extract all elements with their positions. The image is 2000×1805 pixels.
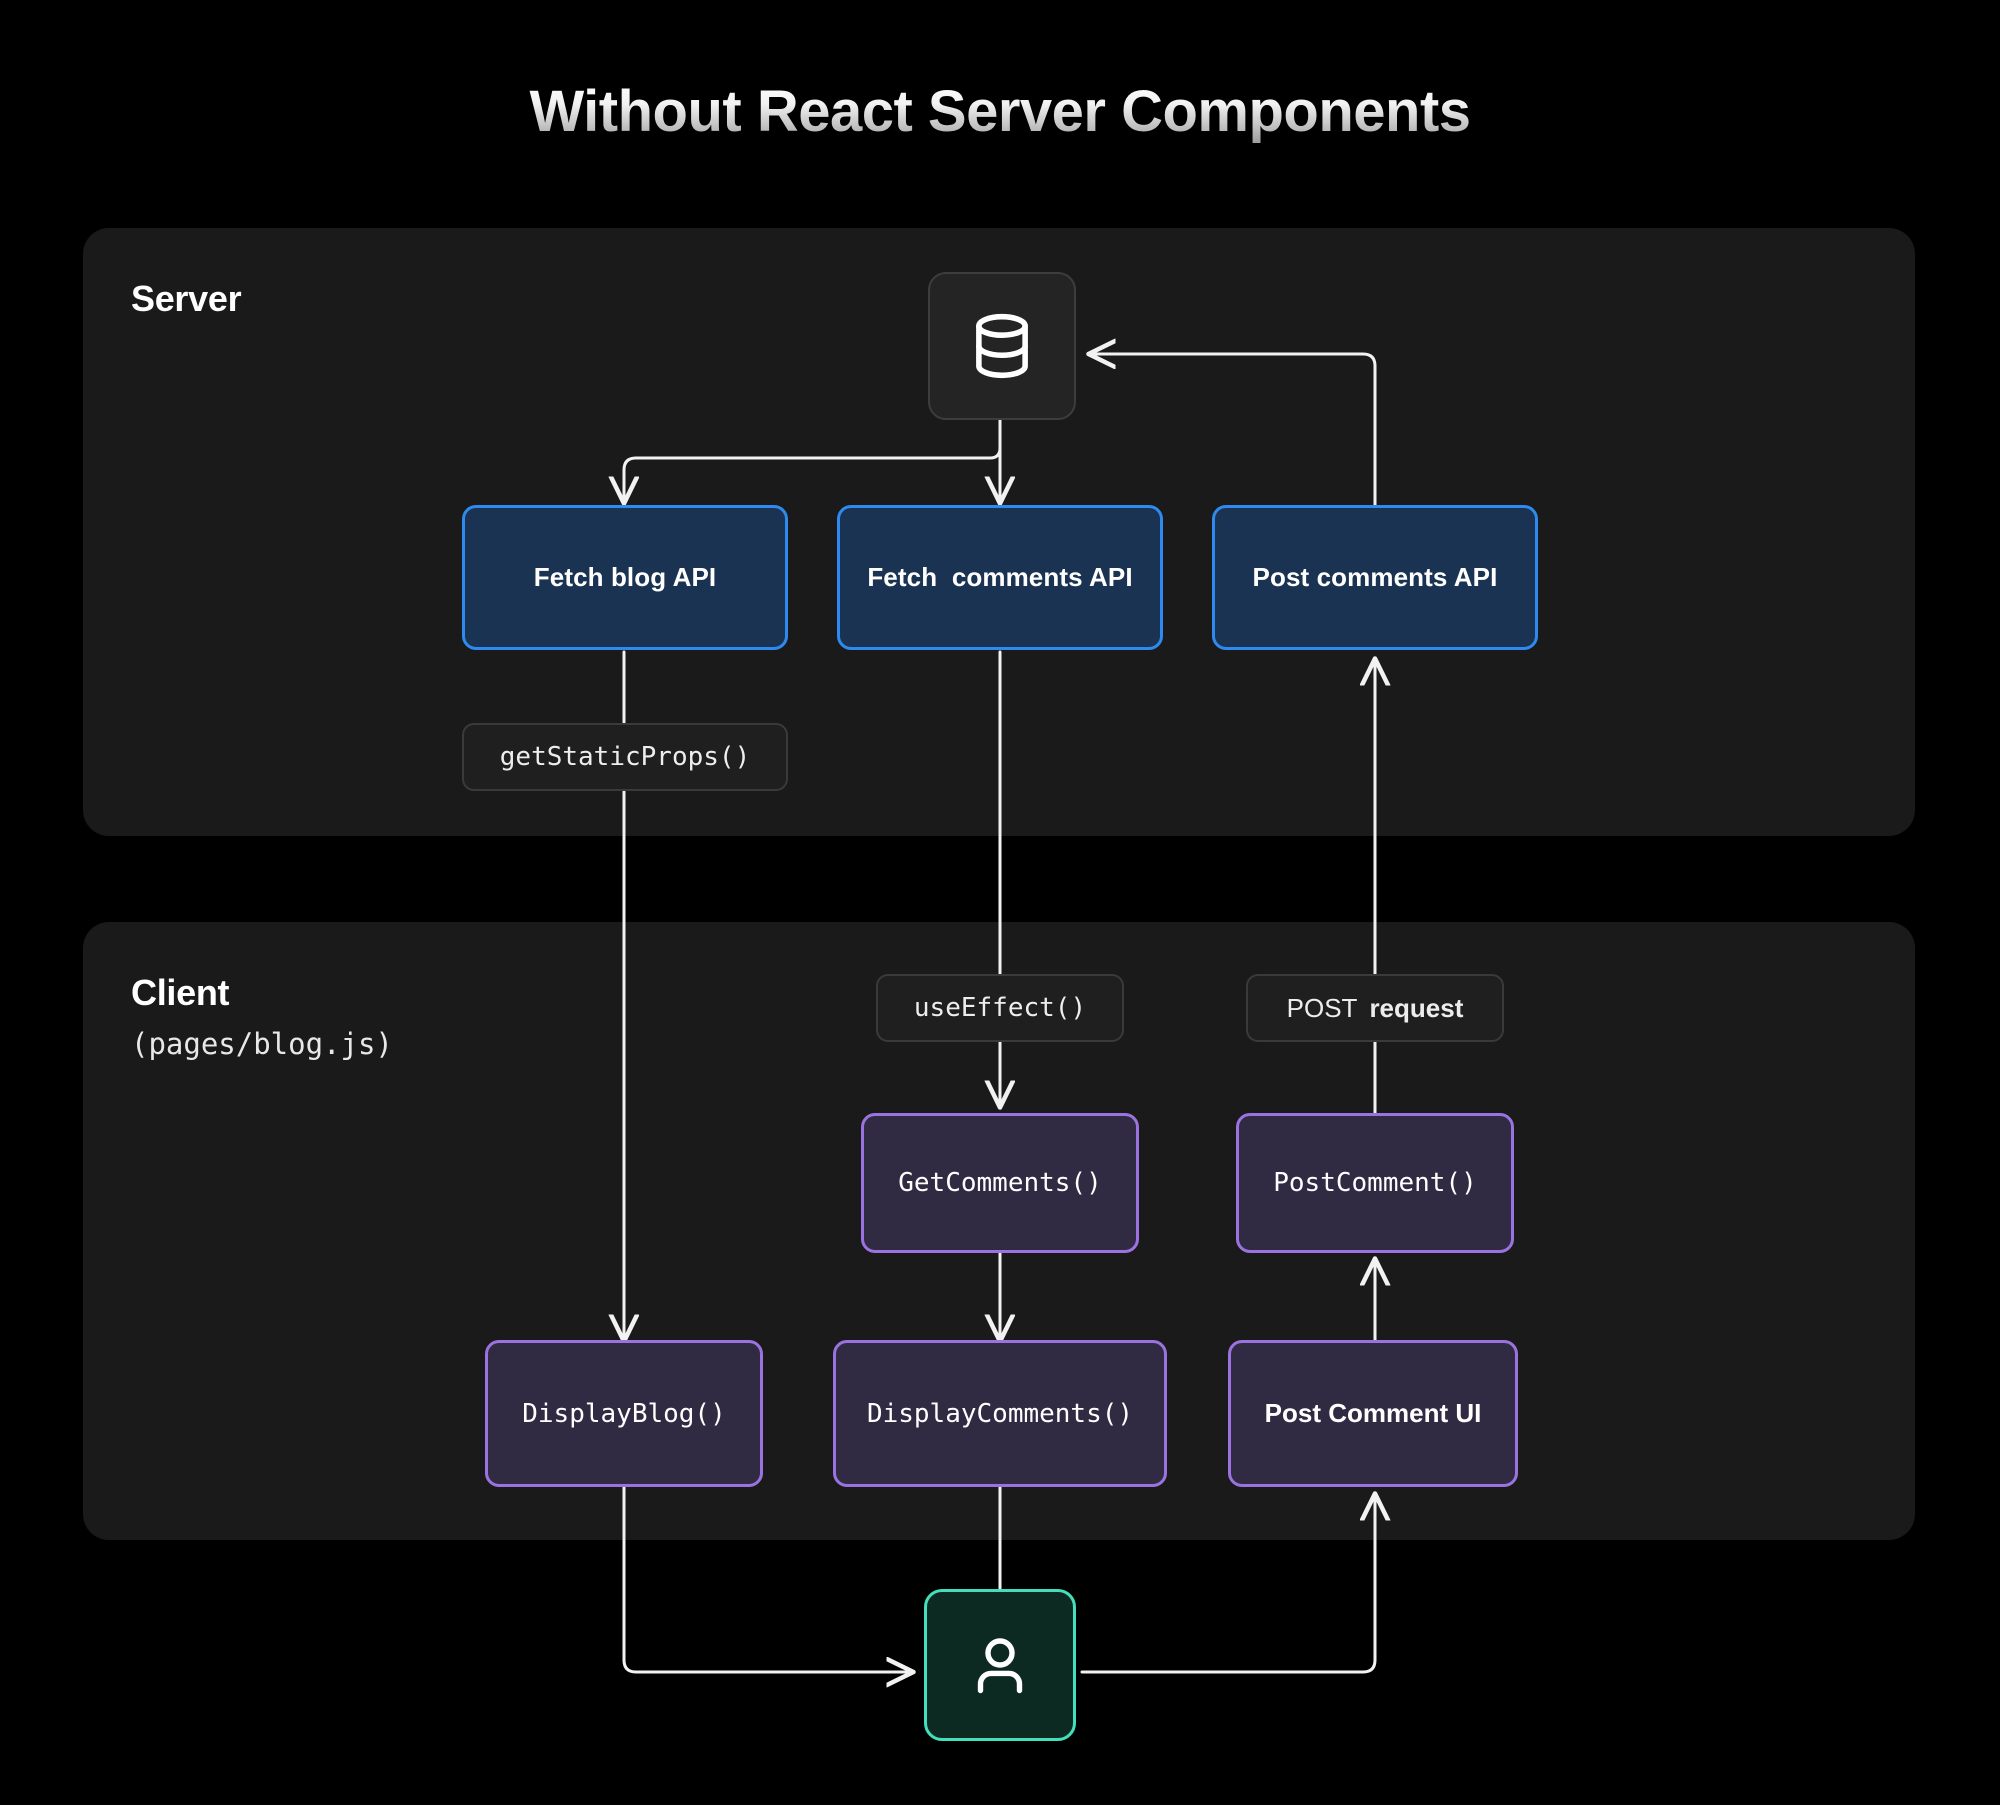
node-label: Fetch blog API <box>533 562 717 592</box>
node-label: DisplayComments() <box>866 1398 1134 1429</box>
post-request-method: POST <box>1286 992 1358 1023</box>
client-panel-subtitle: (pages/blog.js) <box>131 1027 393 1061</box>
client-panel-title: Client <box>131 972 230 1013</box>
page-title: Without React Server Components <box>0 78 2000 145</box>
node-post-comment-ui[interactable]: Post Comment UI <box>1228 1340 1518 1487</box>
post-request-word: request <box>1369 992 1464 1023</box>
node-post-comment[interactable]: PostComment() <box>1236 1113 1514 1253</box>
database-icon <box>976 313 1028 379</box>
node-label: DisplayBlog() <box>522 1398 726 1429</box>
node-label: Fetch comments API <box>867 562 1133 592</box>
label-get-static-props: getStaticProps() <box>462 723 788 791</box>
node-label: GetComments() <box>898 1168 1102 1198</box>
user-icon <box>977 1638 1023 1694</box>
label-post-request: POST request <box>1246 974 1504 1042</box>
server-panel-title: Server <box>131 278 242 319</box>
database-node[interactable] <box>928 272 1076 420</box>
node-label: Post comments API <box>1252 562 1498 592</box>
pill-label: getStaticProps() <box>499 742 751 772</box>
node-display-blog[interactable]: DisplayBlog() <box>485 1340 763 1487</box>
node-label: Post Comment UI <box>1264 1398 1482 1428</box>
node-fetch-comments-api[interactable]: Fetch comments API <box>837 505 1163 650</box>
node-fetch-blog-api[interactable]: Fetch blog API <box>462 505 788 650</box>
pill-label: useEffect() <box>913 993 1087 1023</box>
node-post-comments-api[interactable]: Post comments API <box>1212 505 1538 650</box>
user-node[interactable] <box>924 1589 1076 1741</box>
node-label: PostComment() <box>1273 1168 1477 1198</box>
label-use-effect: useEffect() <box>876 974 1124 1042</box>
node-display-comments[interactable]: DisplayComments() <box>833 1340 1167 1487</box>
node-get-comments[interactable]: GetComments() <box>861 1113 1139 1253</box>
